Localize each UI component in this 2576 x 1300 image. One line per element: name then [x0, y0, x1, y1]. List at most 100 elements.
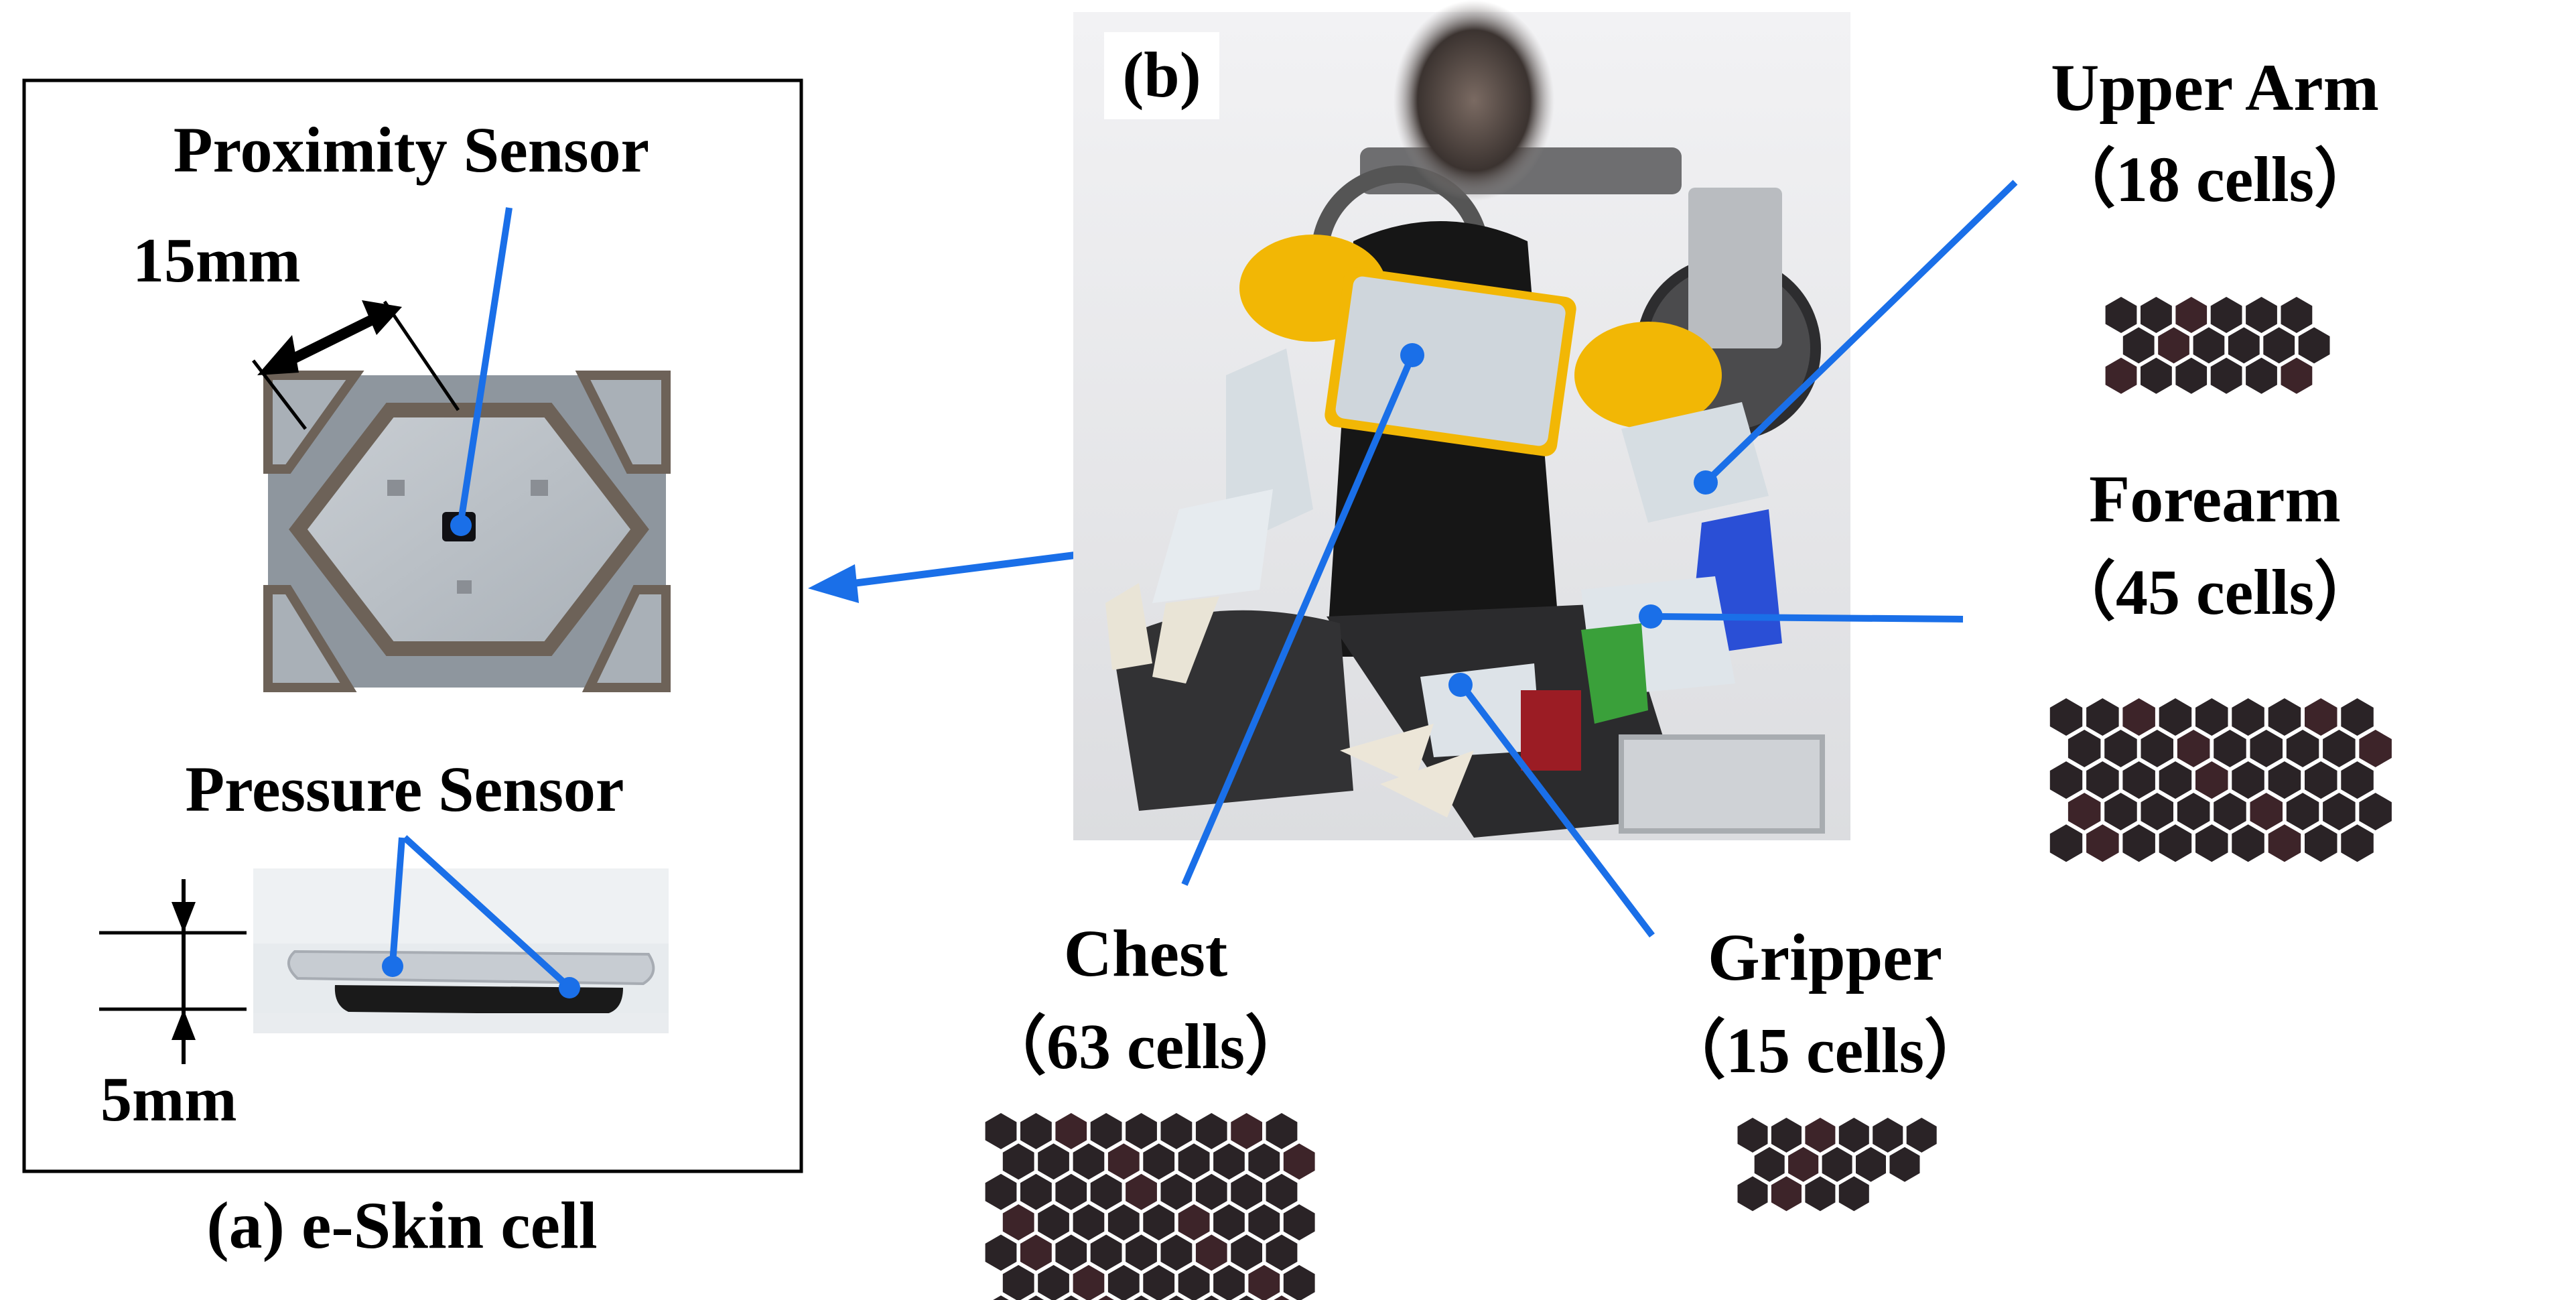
- hex-cell: [2067, 730, 2101, 767]
- hex-cell: [1283, 1264, 1315, 1300]
- chest-name: Chest: [1064, 916, 1227, 990]
- hex-cell: [2263, 327, 2295, 364]
- hex-cell: [1805, 1118, 1836, 1153]
- hex-cell: [1248, 1204, 1280, 1241]
- hex-cell: [1822, 1147, 1852, 1182]
- hex-cell: [1126, 1173, 1157, 1210]
- pressure-sensor-label: Pressure Sensor: [185, 753, 624, 825]
- hex-cell: [1038, 1143, 1069, 1180]
- hex-cell: [985, 1173, 1017, 1210]
- hex-cell: [2141, 297, 2172, 333]
- hex-cell: [2086, 824, 2119, 862]
- hex-cell: [1856, 1147, 1886, 1182]
- hex-cell: [1107, 1143, 1140, 1180]
- hex-cell: [2286, 793, 2319, 831]
- hex-cell: [1754, 1147, 1785, 1182]
- gripper-hex-grid: [1737, 1118, 1937, 1212]
- gripper-name: Gripper: [1708, 920, 1942, 994]
- hex-cell: [1231, 1234, 1262, 1271]
- hex-cell: [2359, 793, 2392, 831]
- hex-cell: [2177, 730, 2210, 767]
- gripper-group: Gripper （15 cells）: [1448, 673, 1988, 1212]
- hex-cell: [1266, 1234, 1298, 1271]
- hex-cell: [1073, 1204, 1105, 1241]
- hex-cell: [1906, 1118, 1937, 1153]
- chest-hex-grid: [985, 1113, 1315, 1300]
- hex-cell: [2305, 824, 2337, 862]
- hex-cell: [2210, 297, 2242, 333]
- hex-cell: [1195, 1113, 1227, 1149]
- hex-cell: [2232, 824, 2264, 862]
- chest-group: Chest （63 cells）: [982, 343, 1424, 1300]
- hex-cell: [2305, 761, 2337, 799]
- hex-cell: [2159, 824, 2192, 862]
- width-dimension-label: 15mm: [133, 226, 301, 296]
- hex-cell: [2250, 730, 2283, 767]
- hex-cell: [1213, 1143, 1245, 1180]
- hex-cell: [1055, 1173, 1087, 1210]
- hex-cell: [1133, 1295, 1150, 1300]
- chest-count: （63 cells）: [982, 1011, 1309, 1082]
- hex-cell: [1090, 1113, 1122, 1149]
- hex-cell: [2105, 297, 2137, 333]
- thickness-dimension-marker: [99, 879, 247, 1064]
- hex-cell: [1090, 1234, 1122, 1271]
- hex-cell: [1195, 1173, 1227, 1210]
- hex-cell: [1143, 1204, 1175, 1241]
- hex-cell: [2122, 698, 2155, 736]
- hex-cell: [1248, 1143, 1280, 1180]
- hex-cell: [2232, 761, 2264, 799]
- hex-cell: [2067, 793, 2101, 831]
- upper-arm-leader: [1708, 180, 2018, 480]
- hex-cell: [1231, 1173, 1262, 1210]
- eskin-side-photo: [253, 868, 669, 1033]
- hex-cell: [1038, 1264, 1069, 1300]
- hex-cell: [1889, 1147, 1920, 1182]
- eskin-cell-photo: [263, 371, 671, 692]
- hex-cell: [2341, 698, 2374, 736]
- hex-cell: [1178, 1264, 1210, 1300]
- hex-cell: [1143, 1264, 1175, 1300]
- upper-arm-count: （18 cells）: [2051, 143, 2378, 215]
- forearm-group: Forearm （45 cells）: [1639, 462, 2392, 862]
- hex-cell: [1283, 1143, 1315, 1180]
- hex-cell: [1038, 1204, 1069, 1241]
- hex-cell: [2228, 327, 2260, 364]
- panel-a-caption: (a) e-Skin cell: [206, 1188, 597, 1262]
- hex-cell: [2214, 730, 2246, 767]
- forearm-count: （45 cells）: [2051, 556, 2378, 628]
- gripper-count: （15 cells）: [1662, 1015, 1988, 1086]
- hex-cell: [2246, 297, 2277, 333]
- hex-cell: [1055, 1234, 1087, 1271]
- hex-cell: [2122, 761, 2155, 799]
- hex-cell: [2281, 357, 2313, 394]
- hex-cell: [2341, 761, 2374, 799]
- hex-cell: [2104, 793, 2137, 831]
- panel-b-tag-text: (b): [1122, 39, 1201, 111]
- hex-cell: [1771, 1176, 1802, 1212]
- hex-cell: [1771, 1118, 1802, 1153]
- upper-arm-group: Upper Arm （18 cells）: [1694, 50, 2379, 495]
- hex-cell: [2323, 730, 2356, 767]
- hex-cell: [1283, 1204, 1315, 1241]
- panel-a: Proximity Sensor 15mm Pr: [22, 78, 803, 1173]
- hex-cell: [1838, 1176, 1869, 1212]
- hex-cell: [1203, 1295, 1220, 1300]
- hex-cell: [1090, 1173, 1122, 1210]
- hex-cell: [2086, 698, 2119, 736]
- hex-cell: [1266, 1173, 1298, 1210]
- hex-cell: [1126, 1113, 1157, 1149]
- hex-cell: [2193, 327, 2225, 364]
- gripper-leader: [1463, 688, 1655, 938]
- forearm-leader: [1657, 613, 1964, 623]
- hex-cell: [1274, 1295, 1290, 1300]
- hex-cell: [1160, 1173, 1193, 1210]
- hex-cell: [1143, 1143, 1175, 1180]
- hex-cell: [1028, 1295, 1044, 1300]
- hex-cell: [1126, 1234, 1157, 1271]
- hex-cell: [1178, 1143, 1210, 1180]
- panel-b-photo: [1073, 0, 1850, 840]
- forearm-name: Forearm: [2089, 462, 2341, 536]
